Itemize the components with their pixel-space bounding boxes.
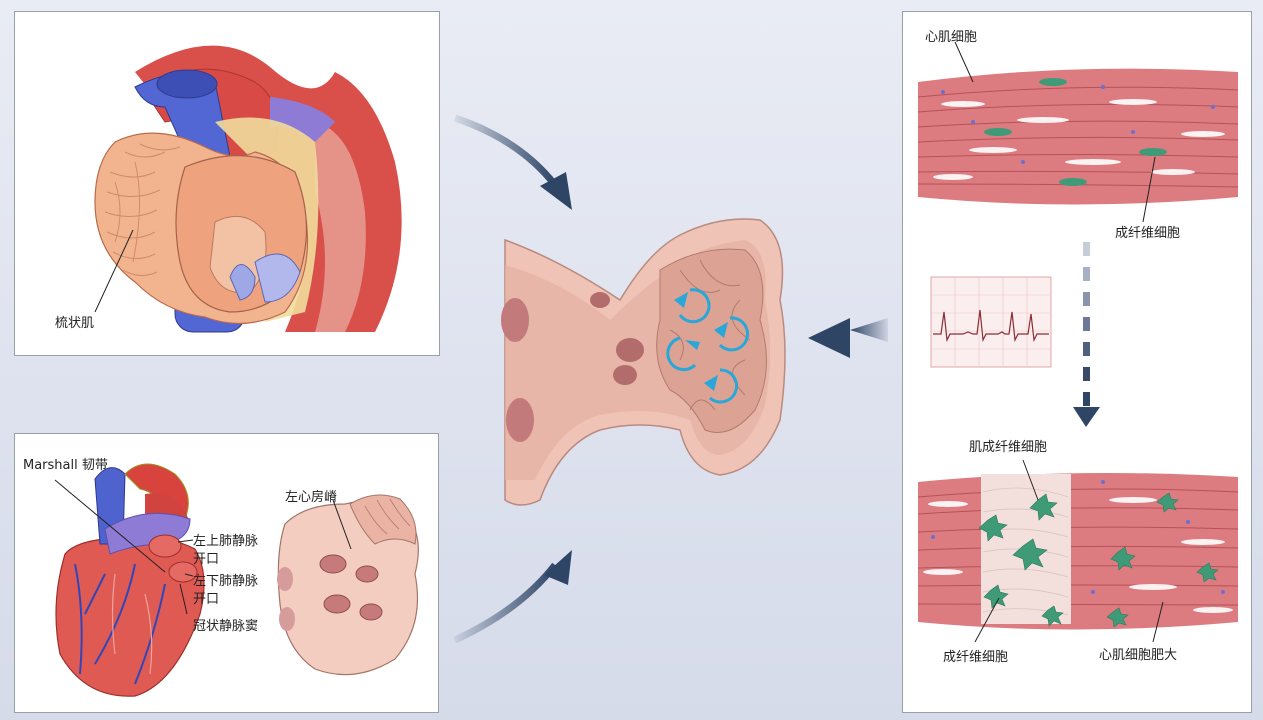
marshall-ligament-panel: Marshall 韧带 左上肺静脉 开口 左下肺静脉 开口 冠状静脉窦 左心房嵴 [14, 433, 439, 713]
left-superior-pv-label-line2: 开口 [193, 548, 219, 567]
marshall-ligament-label: Marshall 韧带 [23, 454, 108, 473]
pectinate-muscle-panel: 梳状肌 [14, 11, 440, 356]
myofibroblast-label: 肌成纤维细胞 [969, 436, 1047, 455]
heart-appendage-illustration [15, 12, 440, 356]
cardiomyocyte-hypertrophy-label: 心肌细胞肥大 [1099, 644, 1177, 663]
left-atrial-ridge-label: 左心房嵴 [285, 486, 337, 505]
left-inferior-pv-label-line2: 开口 [193, 588, 219, 607]
cardiomyocyte-label: 心肌细胞 [925, 26, 977, 45]
fibroblast-top-label: 成纤维细胞 [1115, 222, 1180, 241]
left-superior-pv-label-line1: 左上肺静脉 [193, 530, 258, 549]
ecg-strip [931, 277, 1051, 367]
dashed-progression-arrow [1073, 242, 1100, 427]
top-arrow [455, 118, 572, 210]
cell-illustrations [903, 12, 1252, 713]
cellular-remodeling-panel: 心肌细胞 成纤维细胞 肌成纤维细胞 成纤维细胞 心肌细胞肥大 [902, 11, 1252, 713]
fibroblast-bottom-label: 成纤维细胞 [943, 646, 1008, 665]
flow-swirls [668, 290, 748, 402]
right-arrow [808, 318, 888, 358]
pectinate-muscle-label: 梳状肌 [55, 312, 94, 331]
bottom-arrow [455, 550, 572, 640]
coronary-sinus-label: 冠状静脉窦 [193, 615, 258, 634]
left-inferior-pv-label-line1: 左下肺静脉 [193, 570, 258, 589]
